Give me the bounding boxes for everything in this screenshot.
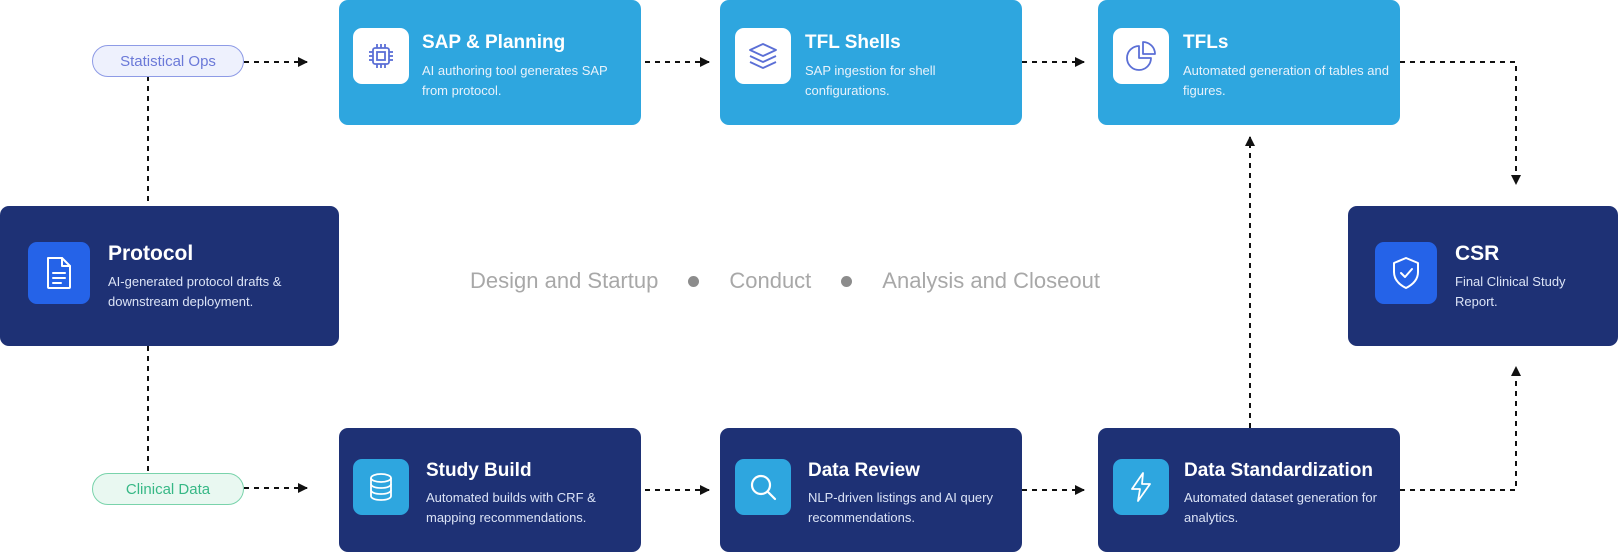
- phase-labels: Design and Startup Conduct Analysis and …: [470, 263, 1190, 299]
- data-review-title: Data Review: [808, 460, 920, 481]
- chip-icon: [353, 28, 409, 84]
- tfls-description: Automated generation of tables and figur…: [1183, 63, 1389, 98]
- data-standardization-title: Data Standardization: [1184, 460, 1373, 481]
- phase-separator-dot: [841, 275, 853, 287]
- arrow-tfls-to-csr: [1400, 61, 1521, 185]
- search-icon: [735, 459, 791, 515]
- layers-icon: [735, 28, 791, 84]
- sap-planning-card: SAP & Planning AI authoring tool generat…: [339, 0, 641, 125]
- csr-description: Final Clinical Study Report.: [1455, 274, 1566, 309]
- protocol-description: AI-generated protocol drafts & downstrea…: [108, 274, 282, 309]
- statistical-ops-pill: Statistical Ops: [92, 45, 244, 77]
- pie-chart-icon: [1113, 28, 1169, 84]
- study-build-card: Study Build Automated builds with CRF & …: [339, 428, 641, 552]
- protocol-title: Protocol: [108, 242, 194, 265]
- lightning-icon: [1113, 459, 1169, 515]
- clinical-data-label: Clinical Data: [125, 480, 211, 498]
- tfl-shells-title: TFL Shells: [805, 32, 901, 53]
- study-build-title: Study Build: [426, 460, 532, 481]
- database-icon: [353, 459, 409, 515]
- data-review-card: Data Review NLP-driven listings and AI q…: [720, 428, 1022, 552]
- sap-planning-description: AI authoring tool generates SAP from pro…: [422, 63, 608, 98]
- phase-analysis-closeout: Analysis and Closeout: [882, 268, 1100, 293]
- shield-check-icon: [1375, 242, 1437, 304]
- data-standardization-description: Automated dataset generation for analyti…: [1184, 490, 1377, 525]
- tfls-card: TFLs Automated generation of tables and …: [1098, 0, 1400, 125]
- phase-conduct: Conduct: [729, 268, 812, 293]
- tfls-title: TFLs: [1183, 32, 1229, 53]
- csr-card: CSR Final Clinical Study Report.: [1348, 206, 1618, 346]
- data-standardization-card: Data Standardization Automated dataset g…: [1098, 428, 1400, 552]
- document-icon: [28, 242, 90, 304]
- csr-title: CSR: [1455, 242, 1500, 265]
- clinical-data-pill: Clinical Data: [92, 473, 244, 505]
- data-review-description: NLP-driven listings and AI query recomme…: [808, 490, 993, 525]
- statistical-ops-label: Statistical Ops: [120, 52, 216, 70]
- protocol-card: Protocol AI-generated protocol drafts & …: [0, 206, 339, 346]
- arrow-standardization-to-csr: [1400, 366, 1521, 491]
- sap-planning-title: SAP & Planning: [422, 32, 566, 53]
- tfl-shells-description: SAP ingestion for shell configurations.: [805, 63, 936, 98]
- phase-separator-dot: [688, 275, 700, 287]
- study-build-description: Automated builds with CRF & mapping reco…: [426, 490, 596, 525]
- tfl-shells-card: TFL Shells SAP ingestion for shell confi…: [720, 0, 1022, 125]
- phase-design-startup: Design and Startup: [470, 268, 659, 293]
